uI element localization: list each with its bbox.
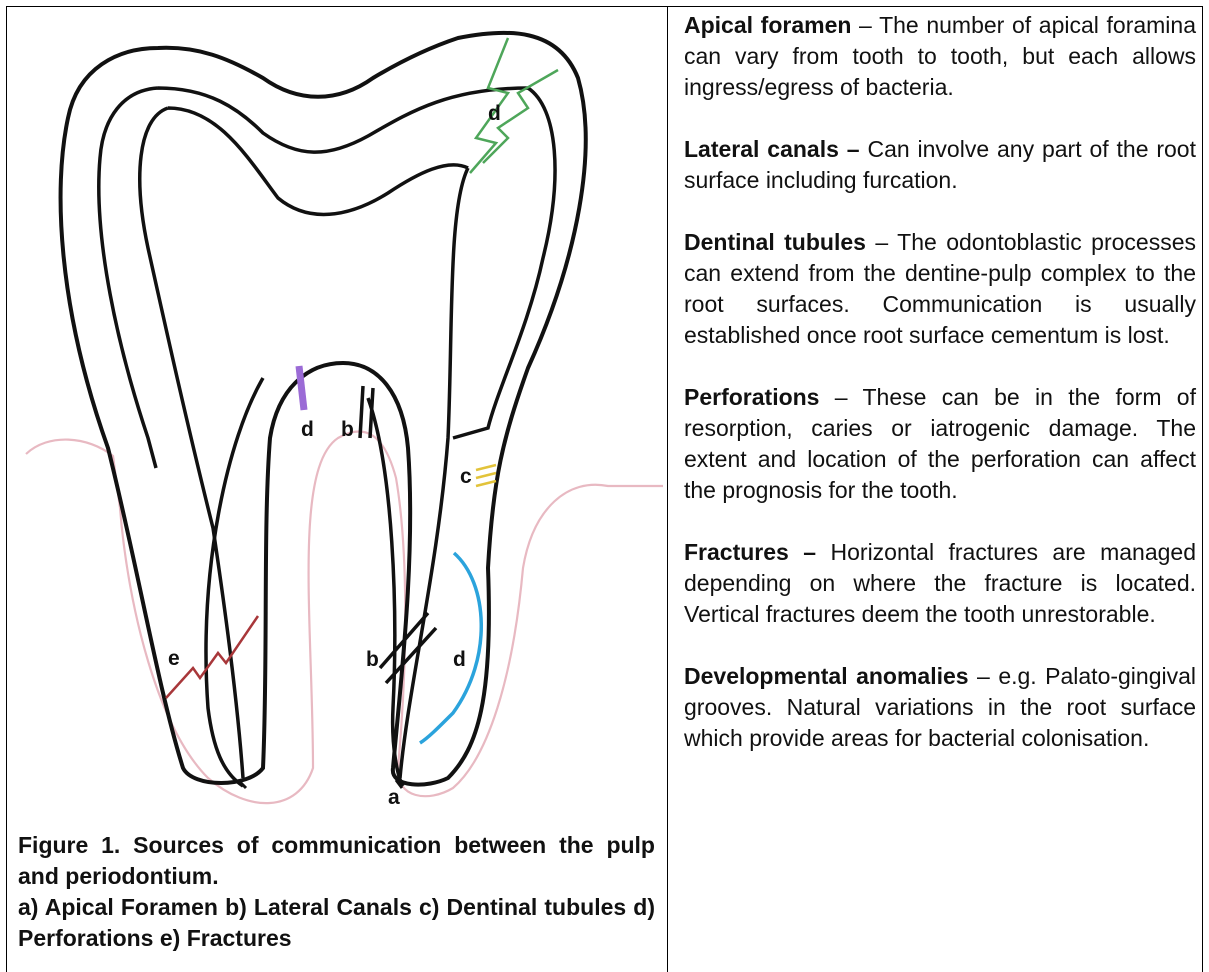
desc-apical-foramen: Apical foramen – The number of apical fo…	[684, 10, 1196, 103]
desc-term: Lateral canals –	[684, 136, 860, 162]
label-c-tubules: c	[460, 465, 472, 488]
pulp-chamber	[140, 108, 468, 778]
root-canal-left	[206, 378, 263, 786]
label-d-crown: d	[488, 102, 501, 125]
desc-developmental-anomalies: Developmental anomalies – e.g. Palato-gi…	[684, 661, 1196, 754]
figure-caption: Figure 1. Sources of communication betwe…	[18, 830, 655, 954]
column-divider	[667, 6, 668, 972]
desc-sep: –	[851, 12, 879, 38]
furcation-perforation	[299, 366, 304, 410]
desc-term: Perforations	[684, 384, 819, 410]
desc-term: Fractures –	[684, 539, 816, 565]
desc-sep	[816, 539, 830, 565]
desc-lateral-canals: Lateral canals – Can involve any part of…	[684, 134, 1196, 196]
apical-foramen-mark	[238, 780, 402, 788]
gingiva-line	[26, 432, 663, 804]
label-d-perforation: d	[453, 648, 466, 671]
label-b-lateral: b	[366, 648, 379, 671]
desc-term: Developmental anomalies	[684, 663, 969, 689]
desc-sep: –	[819, 384, 862, 410]
desc-fractures: Fractures – Horizontal fractures are man…	[684, 537, 1196, 630]
desc-sep: –	[866, 229, 897, 255]
label-a-foramen: a	[388, 786, 400, 809]
lateral-canal-lower	[380, 613, 436, 683]
desc-term: Dentinal tubules	[684, 229, 866, 255]
desc-term: Apical foramen	[684, 12, 851, 38]
caption-title: Figure 1. Sources of communication betwe…	[18, 830, 655, 892]
dentinal-tubules	[476, 465, 496, 486]
desc-sep: –	[969, 663, 999, 689]
tooth-diagram: d d b c b d e a	[8, 8, 666, 826]
lateral-canal-upper	[360, 386, 373, 438]
label-b-furcation: b	[341, 418, 354, 441]
desc-dentinal-tubules: Dentinal tubules – The odontoblastic pro…	[684, 227, 1196, 351]
label-e-fracture: e	[168, 647, 180, 670]
descriptions-column: Apical foramen – The number of apical fo…	[684, 10, 1196, 754]
label-d-furcation: d	[301, 418, 314, 441]
root-fracture	[166, 616, 258, 698]
caption-legend: a) Apical Foramen b) Lateral Canals c) D…	[18, 892, 655, 954]
desc-perforations: Perforations – These can be in the form …	[684, 382, 1196, 506]
dentine-line	[99, 88, 555, 468]
